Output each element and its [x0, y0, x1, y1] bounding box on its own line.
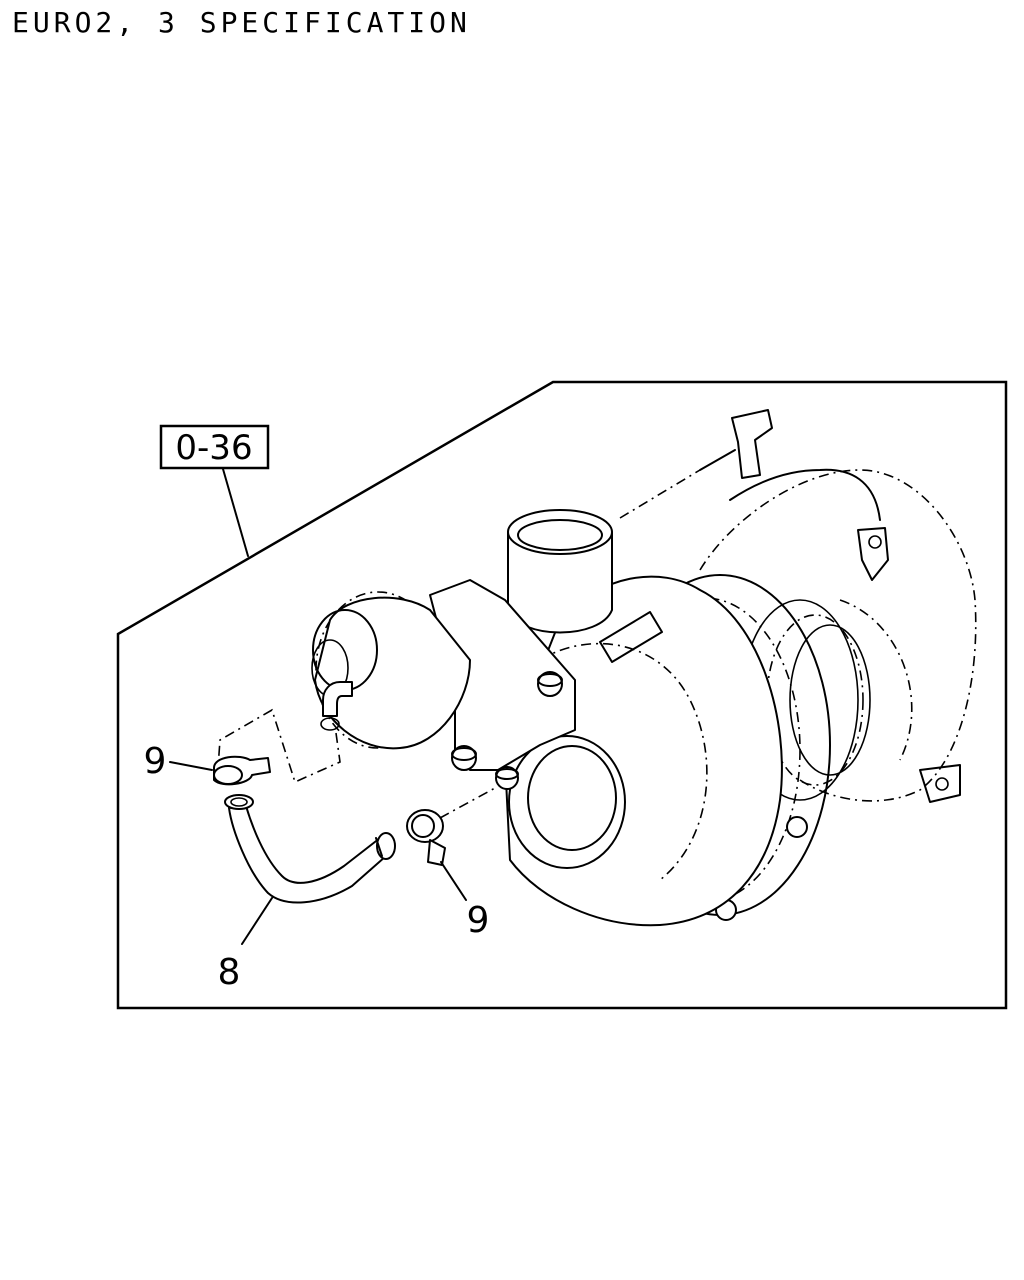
- callout-upper-clamp: 9: [144, 741, 167, 782]
- reference-leader: [222, 468, 249, 557]
- clamp-lower[interactable]: [406, 809, 446, 866]
- callout-lower-clamp: 9: [467, 900, 490, 941]
- callout-leader-lower-clamp: [440, 861, 467, 901]
- callout-leader-upper-clamp: [169, 761, 213, 771]
- hose-route-line-lower: [439, 787, 496, 819]
- reference-label: 0-36: [175, 428, 252, 468]
- hose-route-line: [217, 708, 341, 784]
- callout-hose: 8: [218, 952, 241, 993]
- hose[interactable]: [224, 794, 396, 904]
- assembly-frame: [116, 380, 1008, 1010]
- reference-box[interactable]: 0-36: [159, 424, 270, 470]
- callout-leader-hose: [241, 897, 273, 945]
- turbocharger-assembly: [311, 409, 977, 927]
- clamp-upper[interactable]: [213, 755, 271, 786]
- page-title: EURO2, 3 SPECIFICATION: [12, 6, 471, 39]
